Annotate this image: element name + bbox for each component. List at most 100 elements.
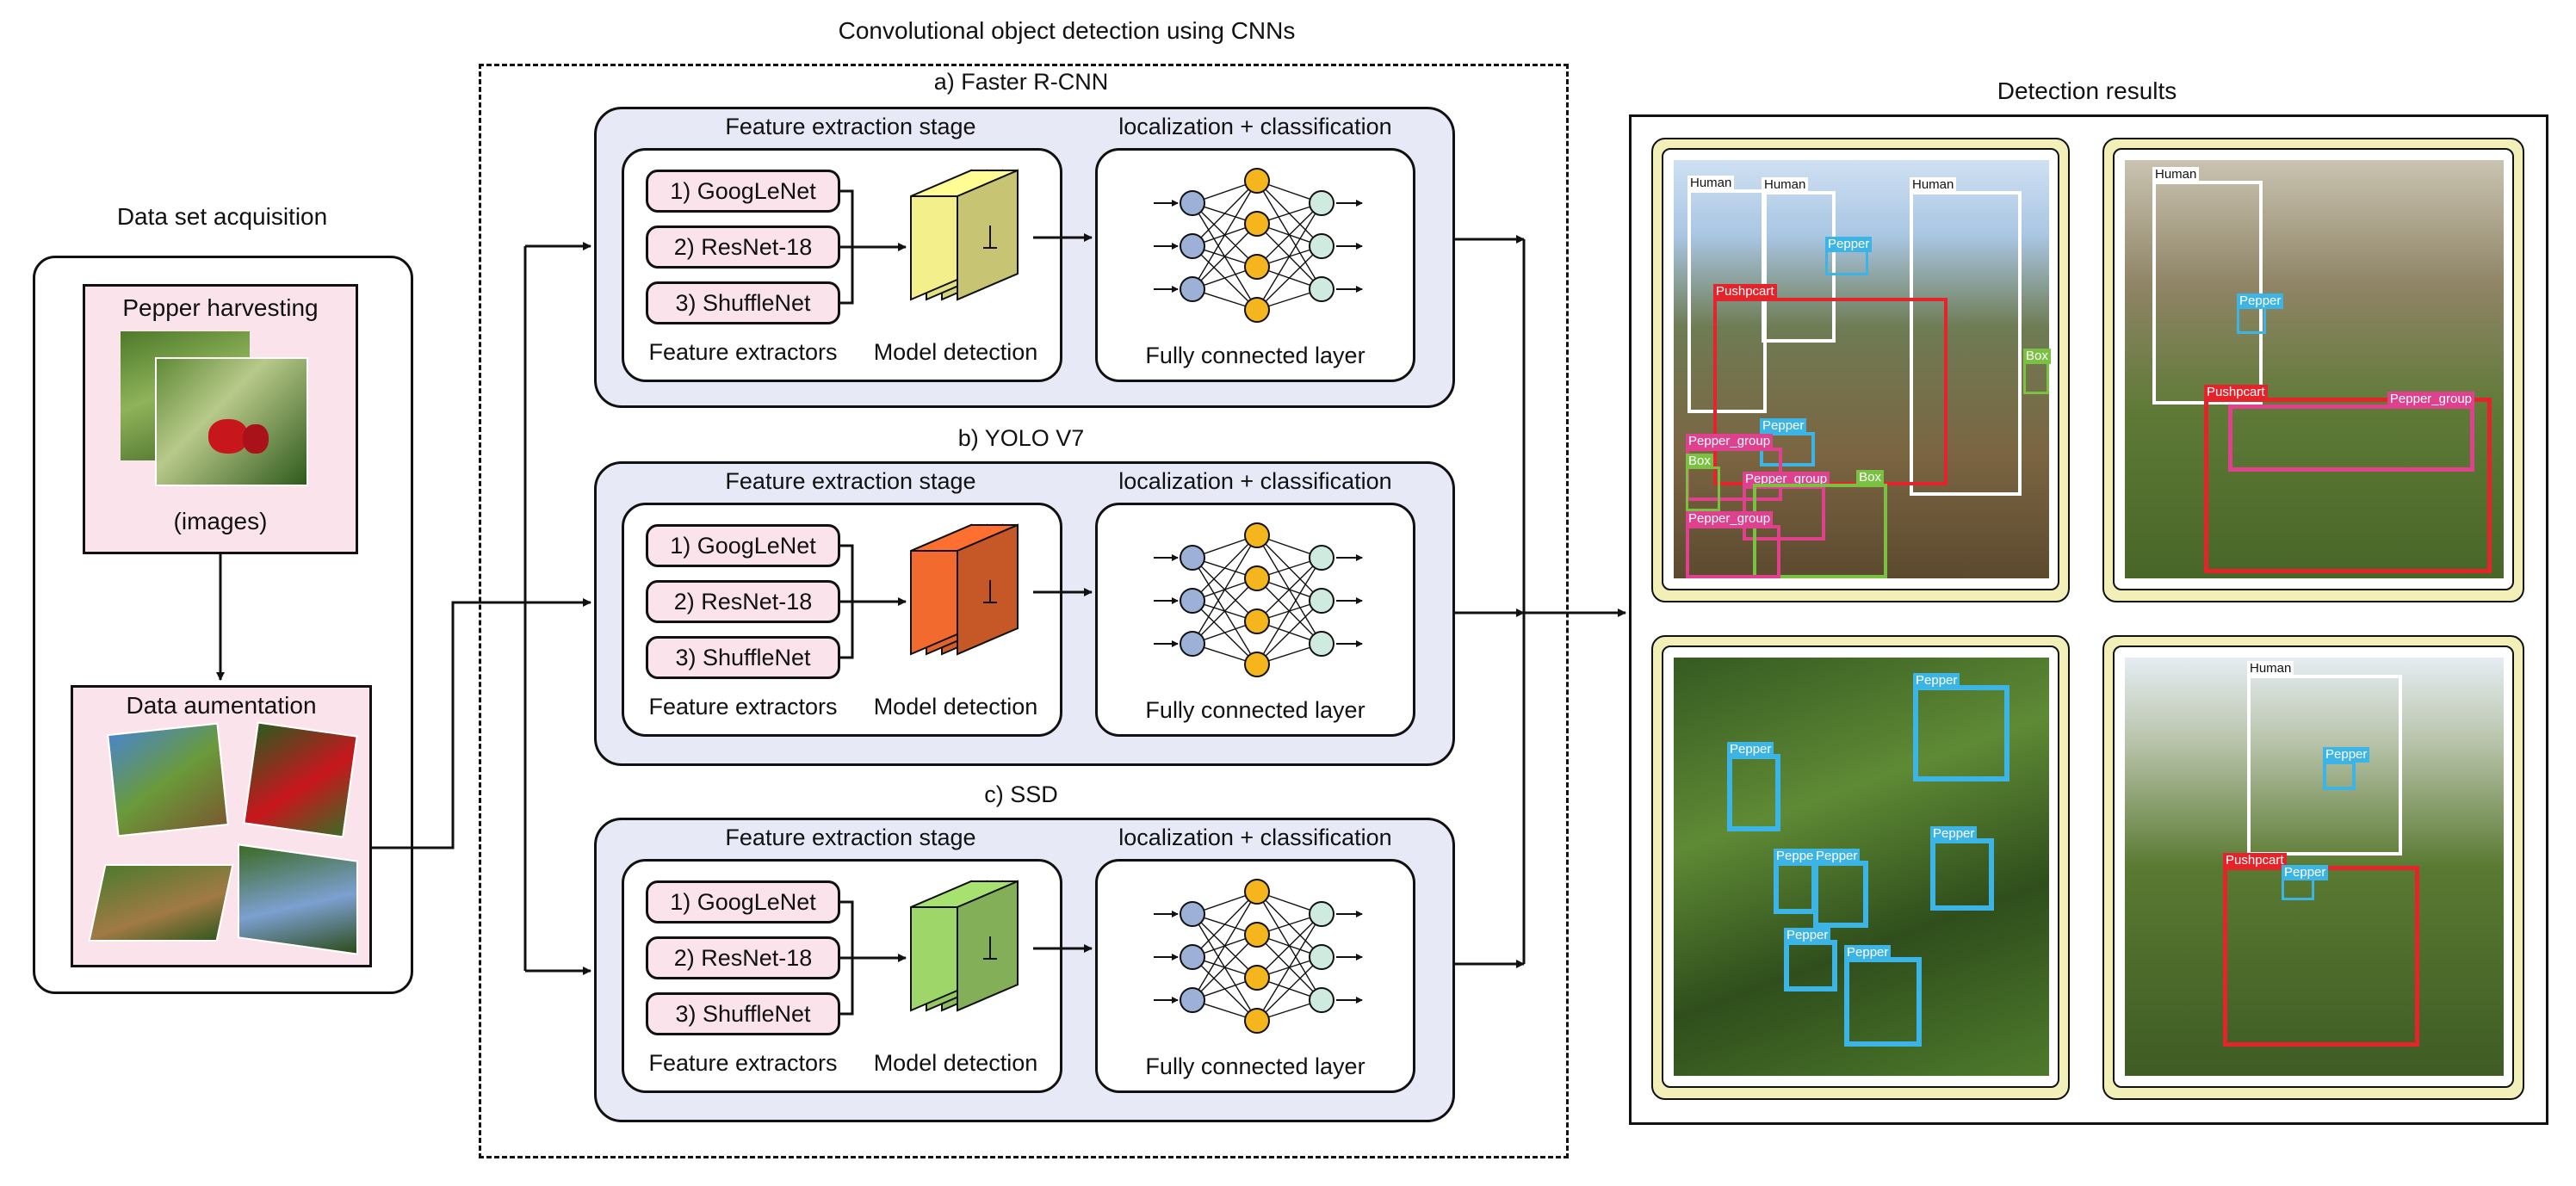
nn-input-node-a [1180,276,1205,302]
fc-label-c: Fully connected layer [1145,1053,1365,1079]
model-detection-label-c: Model detection [873,1050,1038,1076]
nn-hidden-node-b [1244,608,1270,634]
nn-hidden-node-b [1244,522,1270,548]
nn-output-node-a [1309,276,1334,302]
nn-input-node-c [1180,944,1205,970]
nn-edge-a [1192,180,1258,247]
extractor-resnet-b: 2) ResNet-18 [646,580,840,623]
nn-edge-c [1256,913,1322,1022]
nn-edge-a [1256,202,1322,311]
nn-output-node-a [1309,190,1334,216]
feature-extractors-label-b: Feature extractors [648,694,838,720]
nn-hidden-node-b [1244,565,1270,591]
loc-class-b: localization + classification [1118,468,1392,494]
model-title-b: b) YOLO V7 [957,425,1085,451]
det-box-1a: Box [2023,349,2051,394]
harvest-caption: (images) [173,508,268,534]
feature-stage-a: Feature extraction stage [725,114,976,139]
det-pushpcart-2: Pushpcart [2204,385,2492,573]
nn-hidden-node-c [1244,965,1270,991]
det-pepper-3b: Pepper [1727,742,1780,831]
extractor-resnet-a: 2) ResNet-18 [646,225,840,269]
acquisition-title: Data set acquisition [116,203,328,230]
pepper-photo-front [155,357,308,486]
result-photo-3 [1674,658,2049,1076]
nn-edge-c [1256,956,1322,1022]
nn-input-node-b [1180,588,1205,614]
extractor-googlenet-b: 1) GoogLeNet [646,524,840,567]
nn-edge-b [1192,578,1258,645]
det-human-1a: Human [1687,176,1767,413]
nn-output-node-c [1309,944,1334,970]
nn-edge-c [1192,891,1258,958]
nn-input-node-c [1180,987,1205,1013]
connector-augmentation-out [372,601,525,849]
det-box-1b: Box [1686,454,1720,511]
nn-edge-a [1256,202,1322,268]
det-human-1c: Human [1910,177,2022,496]
nn-edge-c [1192,934,1258,1001]
extractor-shufflenet-a: 3) ShuffleNet [646,281,840,324]
results-title: Detection results [1997,77,2177,104]
feature-extractors-label-a: Feature extractors [648,339,838,365]
block-side-a [957,169,1019,301]
result-photo-1 [1674,160,2049,578]
det-pepper-4a: Pepper [2323,747,2370,790]
det-pepper-3c: Pepper [1774,849,1821,914]
nn-output-node-b [1309,588,1334,614]
nn-edge-b [1256,557,1322,622]
nn-hidden-node-a [1244,254,1270,280]
det-pepper-3e: Pepper [1930,826,1994,911]
nn-hidden-node-c [1244,922,1270,948]
nn-output-node-c [1309,987,1334,1013]
det-pepper-2: Pepper [2237,293,2284,334]
extractor-googlenet-a: 1) GoogLeNet [646,170,840,213]
det-human-2: Human [2152,167,2263,405]
model-detection-label-a: Model detection [873,339,1038,365]
model-detection-label-b: Model detection [873,694,1038,720]
extractor-googlenet-c: 1) GoogLeNet [646,880,840,923]
cnn-frame [479,64,1569,1158]
nn-input-node-c [1180,901,1205,927]
nn-output-node-c [1309,901,1334,927]
model-title-c: c) SSD [984,781,1058,807]
nn-hidden-node-b [1244,652,1270,677]
nn-hidden-node-a [1244,297,1270,323]
det-pepper-group-1c: Pepper_group [1686,511,1780,578]
fc-label-a: Fully connected layer [1145,343,1365,368]
nn-output-node-a [1309,233,1334,259]
det-human-4: Human [2247,661,2402,856]
feature-stage-c: Feature extraction stage [725,825,976,850]
nn-hidden-node-a [1244,168,1270,194]
nn-input-node-a [1180,233,1205,259]
block-side-c [957,880,1019,1012]
det-box-1c: Box [1753,470,1887,578]
feature-extractors-label-c: Feature extractors [648,1050,838,1076]
det-pepper-3a: Pepper [1913,673,2009,781]
nn-hidden-node-c [1244,879,1270,905]
nn-input-node-b [1180,631,1205,657]
det-pepper-1a: Pepper [1825,237,1873,275]
pepper-harvesting-title: Pepper harvesting [122,294,319,321]
extractor-resnet-c: 2) ResNet-18 [646,936,840,979]
nn-edge-b [1256,557,1322,665]
loc-class-c: localization + classification [1118,825,1392,850]
det-pepper-4b: Pepper [2282,865,2329,900]
nn-edge-b [1256,600,1322,665]
block-mark-c [983,936,997,960]
extractor-shufflenet-c: 3) ShuffleNet [646,992,840,1035]
result-photo-2 [2125,160,2504,578]
nn-edge-b [1192,534,1258,645]
det-pepper-3g: Pepper [1844,945,1922,1047]
det-human-1b: Human [1762,177,1836,343]
fc-label-b: Fully connected layer [1145,697,1365,723]
nn-edge-a [1192,180,1258,290]
cnn-title: Convolutional object detection using CNN… [838,17,1296,44]
feature-stage-b: Feature extraction stage [725,468,976,494]
augmentation-title: Data aumentation [126,692,317,719]
nn-edge-c [1192,891,1258,1001]
nn-edge-a [1256,245,1322,311]
nn-hidden-node-a [1244,211,1270,237]
model-title-a: a) Faster R-CNN [933,69,1109,95]
